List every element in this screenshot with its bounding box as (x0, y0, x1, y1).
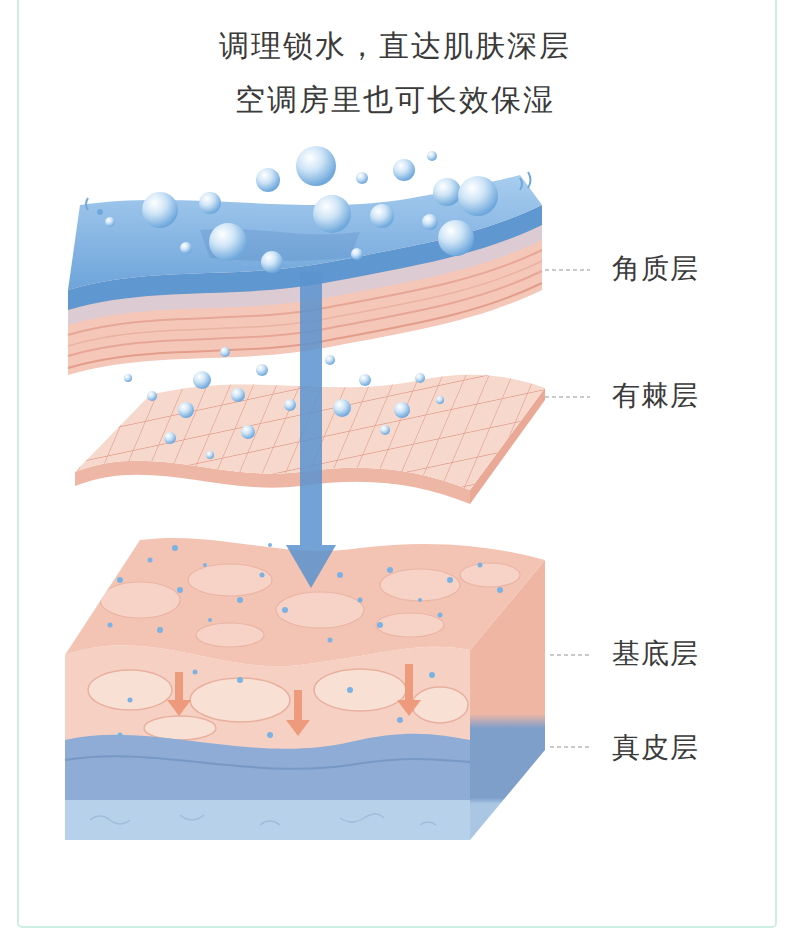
dermis-band (65, 734, 470, 805)
penetration-arrow (286, 272, 336, 588)
subtitle: 空调房里也可长效保湿 (235, 81, 555, 119)
title: 调理锁水，直达肌肤深层 (219, 27, 571, 65)
layer-label: 基底层 (612, 637, 699, 671)
block-top (65, 538, 545, 666)
block-front (65, 645, 470, 840)
layer-label: 有棘层 (612, 379, 699, 413)
basal-dermis-block (65, 538, 545, 840)
layer-label: 真皮层 (612, 731, 699, 765)
frame-border (18, 0, 776, 927)
water-bubbles (86, 146, 531, 273)
down-arrows (167, 664, 421, 736)
leader-lines (545, 270, 590, 747)
layer-label: 角质层 (612, 252, 699, 286)
